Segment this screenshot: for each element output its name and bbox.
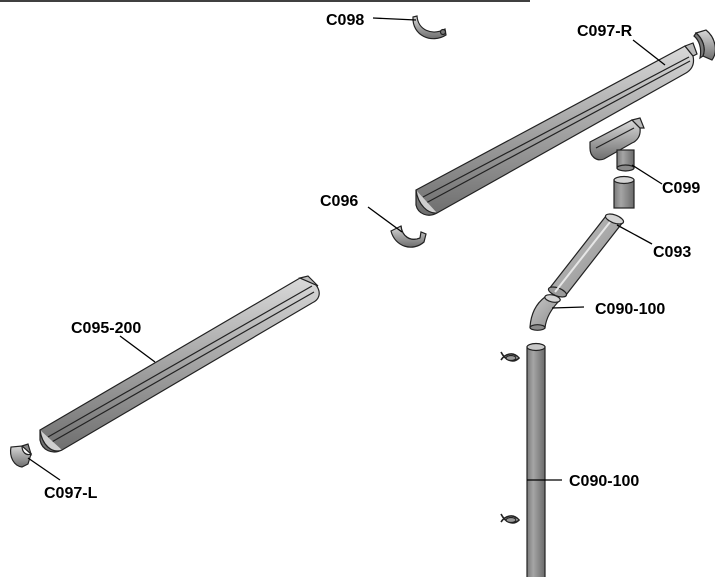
leader-c099 <box>631 164 663 185</box>
label-c096: C096 <box>320 193 358 210</box>
label-c098: C098 <box>326 12 364 29</box>
part-c098-bracket <box>412 15 447 40</box>
label-c097-r: C097-R <box>577 23 633 40</box>
label-c090-100-pipe: C090-100 <box>569 473 639 490</box>
label-c099: C099 <box>662 180 700 197</box>
part-c097-l-end-cap <box>9 443 33 468</box>
leader-c096 <box>367 206 403 233</box>
part-c099-outlet <box>589 117 645 172</box>
label-c095-200: C095-200 <box>71 320 141 337</box>
leader-c090-100-elbow <box>551 306 585 309</box>
leader-c098 <box>372 17 417 21</box>
leader-c097-l <box>27 457 61 481</box>
part-c090-100-elbow <box>529 294 562 331</box>
part-upper-gutter <box>415 42 698 216</box>
leader-c097-r <box>632 39 666 66</box>
part-c090-100-downpipe <box>526 342 546 577</box>
part-c095-200-gutter <box>39 275 320 453</box>
part-c096-connector <box>390 225 427 248</box>
leader-c095-200 <box>119 335 156 363</box>
leader-c093 <box>616 224 653 245</box>
part-c093-pipe-top <box>613 175 635 209</box>
part-pipe-clip-lower <box>500 513 521 524</box>
label-c097-l: C097-L <box>44 485 98 502</box>
part-pipe-clip-upper <box>500 351 521 362</box>
label-c090-100-elbow: C090-100 <box>595 301 665 318</box>
label-c093: C093 <box>653 244 691 261</box>
part-c093-diagonal-pipe <box>547 213 625 298</box>
part-c097-r-end-cap <box>693 29 715 61</box>
